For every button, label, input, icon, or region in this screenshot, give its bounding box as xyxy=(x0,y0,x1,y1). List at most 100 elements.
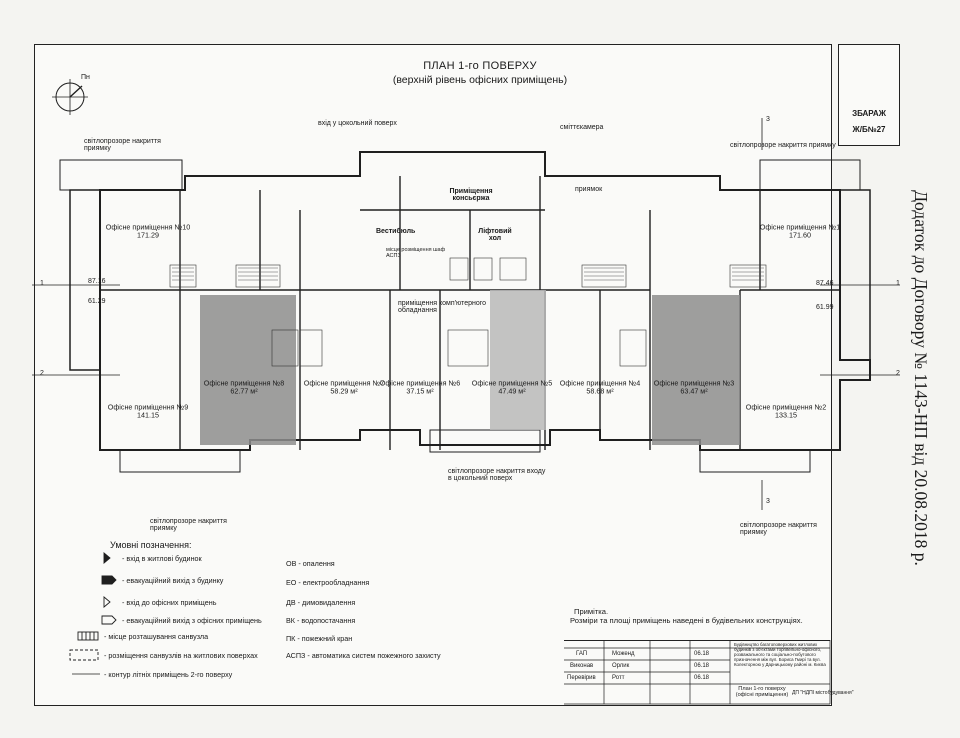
sanitary-block xyxy=(581,264,627,288)
page-subtitle: (верхній рівень офісних приміщень) xyxy=(392,74,568,86)
skylight-top-left xyxy=(59,159,183,191)
section-mark-1-left: 1 xyxy=(40,280,44,287)
room-area: 141.15 xyxy=(137,411,159,420)
stamp-date: 06.18 xyxy=(694,651,710,657)
elevator-shaft xyxy=(499,257,527,281)
legend-item: - розміщення санвузлів на житлових повер… xyxy=(104,651,258,660)
elevator-shaft xyxy=(449,257,469,281)
legend-abbr: АСПЗ - автоматика систем пожежного захис… xyxy=(286,651,441,660)
skylight-entrance xyxy=(429,429,541,453)
dim-right-1: 87.46 xyxy=(816,280,834,287)
north-arrow-icon xyxy=(52,79,88,115)
sanitary-block xyxy=(169,264,197,288)
room-name: Офісне приміщення №3 xyxy=(653,378,735,388)
room-area: 47.49 м² xyxy=(498,387,526,396)
contract-annex-note: Додаток до Договору № 1143-НП від 20.08.… xyxy=(911,190,931,566)
filled-triangle-icon xyxy=(103,552,111,564)
label-skylight-bottom-left: світлопрозоре накриття приямку xyxy=(150,518,227,532)
skylight-top-right xyxy=(759,159,861,191)
filled-flag-arrow-icon xyxy=(101,575,117,585)
sanitary-block xyxy=(729,264,767,288)
room-name: Офісне приміщення №5 xyxy=(471,378,553,388)
room-area: 171.29 xyxy=(137,231,159,240)
legend-abbr: ПК - пожежний кран xyxy=(286,634,353,643)
stamp-name: Орлик xyxy=(612,663,630,669)
label-entrance-basement: вхід у цокольний поверх xyxy=(318,120,397,127)
section-mark-2-right: 2 xyxy=(896,370,900,377)
label-vestibule: Вестибюль xyxy=(376,228,416,235)
label-pit: приямок xyxy=(575,186,603,193)
sanitary-block xyxy=(619,329,647,367)
room-name: Офісне приміщення №4 xyxy=(559,378,641,388)
dim-left-1: 87.16 xyxy=(88,278,106,285)
section-mark-2-left: 2 xyxy=(40,370,44,377)
elevator-shaft xyxy=(473,257,493,281)
stamp-role: ГАП xyxy=(576,651,588,657)
outline-triangle-icon xyxy=(103,596,111,608)
section-mark-3-bottom: 3 xyxy=(766,498,770,505)
legend-item: - контур літніх приміщень 2-го поверху xyxy=(104,670,233,679)
north-label: Пн xyxy=(81,74,90,81)
stamp-role: Перевірив xyxy=(567,675,596,681)
stamp-name: Моженд xyxy=(612,651,635,657)
dim-right-2: 61.99 xyxy=(816,304,834,311)
hatch-lines xyxy=(172,267,764,281)
legend-item: - вхід до офісних приміщень xyxy=(122,598,217,607)
skylight-bottom-right xyxy=(699,449,811,473)
legend-abbr: ДВ - димовидалення xyxy=(286,598,356,607)
label-skylight-entrance: світлопрозоре накриття входу в цокольний… xyxy=(448,468,546,482)
dashed-box-icon xyxy=(69,649,99,661)
room-area: 58.68 м² xyxy=(586,387,614,396)
sanitary-block xyxy=(447,329,489,367)
legend-item: - місце розташування санвузла xyxy=(104,632,209,641)
legend-title: Умовні позначення: xyxy=(110,540,192,550)
stamp-project: Будівництво багатоповерхових житлових бу… xyxy=(734,642,826,668)
stamp-role: Виконав xyxy=(570,663,594,669)
stamp-grid xyxy=(564,640,831,705)
legend-item: - вхід в житлові будинок xyxy=(122,554,202,563)
room-area: 58.29 м² xyxy=(330,387,358,396)
label-concierge: Приміщення консьєржа xyxy=(449,188,493,202)
sanitary-block xyxy=(235,264,281,288)
note-title: Примітка. xyxy=(574,607,609,616)
floor-plan xyxy=(32,50,900,705)
legend-abbr: ВК - водопостачання xyxy=(286,616,356,625)
page-title: ПЛАН 1-го ПОВЕРХУ xyxy=(423,60,537,72)
room-area: 171.60 xyxy=(789,231,811,240)
room-name: Офісне приміщення №1 xyxy=(759,222,841,232)
legend-abbr: ОВ - опалення xyxy=(286,559,335,568)
stamp-name: Ротт xyxy=(612,675,625,681)
sanitary-block xyxy=(271,329,299,367)
note-text: Розміри та площі приміщень наведені в бу… xyxy=(570,616,803,625)
label-elevator-hall: Ліфтовий хол xyxy=(478,228,512,242)
room-name: Офісне приміщення №10 xyxy=(105,222,191,232)
room-area: 37.15 м² xyxy=(406,387,434,396)
right-wing-frame xyxy=(839,189,871,361)
legend-item: - евакуаційний вихід з офісних приміщень xyxy=(122,616,262,625)
badge: ЗБАРАЖ Ж/Б№27 xyxy=(838,44,900,146)
room-name: Офісне приміщення №6 xyxy=(379,378,461,388)
label-assp-note: місце розміщення шаф АСПЗ xyxy=(386,247,446,259)
title-block: ПЛАН 1-го ПОВЕРХУ (верхній рівень офісни… xyxy=(350,60,610,86)
hatched-box-icon xyxy=(77,631,99,641)
stamp-org: ДП "НДПІ містобудування" xyxy=(792,690,854,696)
label-garbage-room: сміттєкамера xyxy=(560,124,604,131)
room-name: Офісне приміщення №8 xyxy=(203,378,285,388)
skylight-bottom-left xyxy=(119,449,241,473)
room-name: Офісне приміщення №2 xyxy=(745,402,827,412)
room-area: 63.47 м² xyxy=(680,387,708,396)
badge-name: ЗБАРАЖ xyxy=(852,109,886,118)
label-computer-room: приміщення комп'ютерного обладнання xyxy=(398,300,487,314)
room-name: Офісне приміщення №7 xyxy=(303,378,385,388)
dim-left-2: 61.29 xyxy=(88,298,106,305)
stamp-sheet-title: План 1-го поверху (офісні приміщення) xyxy=(735,686,789,698)
room-3-shade xyxy=(652,295,740,445)
